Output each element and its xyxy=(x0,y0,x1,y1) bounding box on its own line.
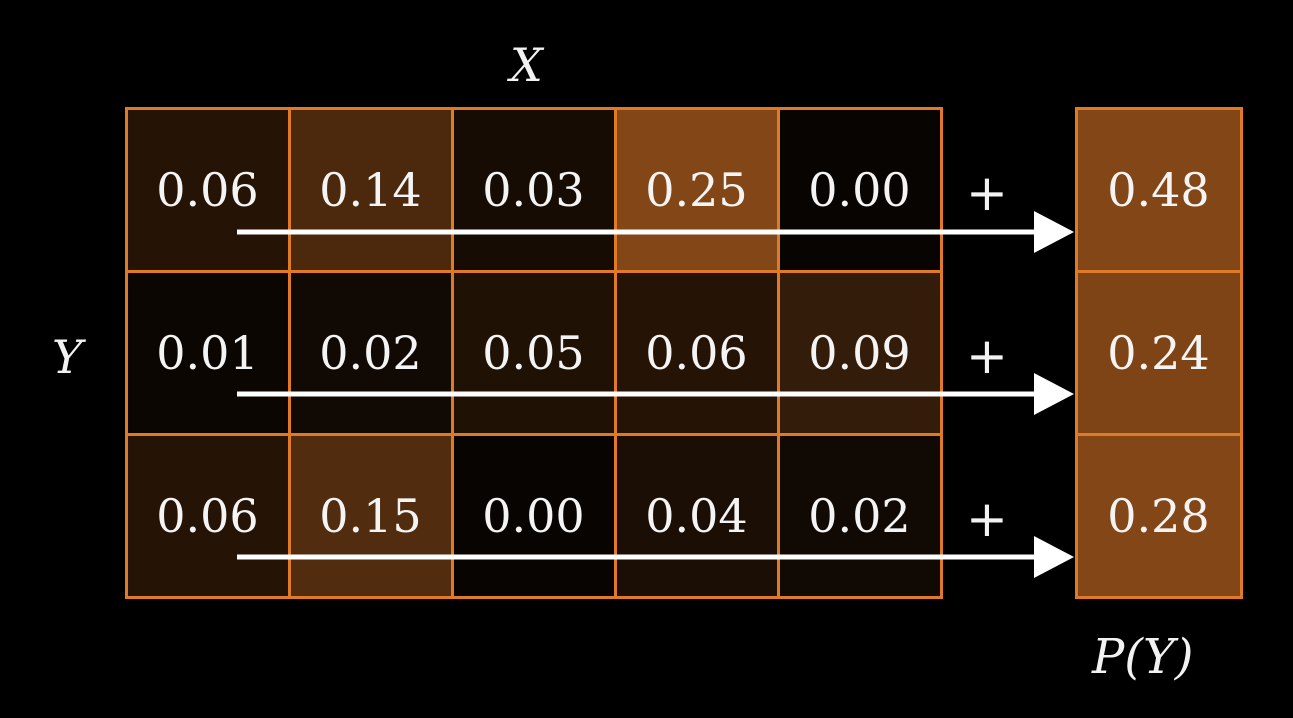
joint-cell: 0.25 xyxy=(613,106,780,273)
marginal-cell: 0.48 xyxy=(1074,106,1243,273)
plus-sign: + xyxy=(966,327,1008,385)
plus-sign: + xyxy=(966,490,1008,548)
sum-arrow xyxy=(237,373,1074,415)
marginal-column: 0.48 0.24 0.28 xyxy=(1074,106,1243,599)
joint-cell: 0.02 xyxy=(776,432,943,599)
y-axis-label: Y xyxy=(52,330,83,384)
sum-arrow xyxy=(237,536,1074,578)
x-axis-label: X xyxy=(510,38,543,92)
joint-cell: 0.09 xyxy=(776,269,943,436)
joint-table: 0.06 0.14 0.03 0.25 0.00 0.01 0.02 0.05 … xyxy=(124,106,943,599)
joint-cell: 0.15 xyxy=(287,432,454,599)
plus-sign: + xyxy=(966,164,1008,222)
marginal-label: P(Y) xyxy=(1092,629,1194,685)
sum-arrow xyxy=(237,211,1074,253)
joint-cell: 0.06 xyxy=(124,432,291,599)
joint-cell: 0.00 xyxy=(776,106,943,273)
joint-cell: 0.02 xyxy=(287,269,454,436)
joint-cell: 0.06 xyxy=(613,269,780,436)
joint-cell: 0.14 xyxy=(287,106,454,273)
joint-cell: 0.04 xyxy=(613,432,780,599)
marginal-cell: 0.28 xyxy=(1074,432,1243,599)
joint-cell: 0.03 xyxy=(450,106,617,273)
marginal-cell: 0.24 xyxy=(1074,269,1243,436)
